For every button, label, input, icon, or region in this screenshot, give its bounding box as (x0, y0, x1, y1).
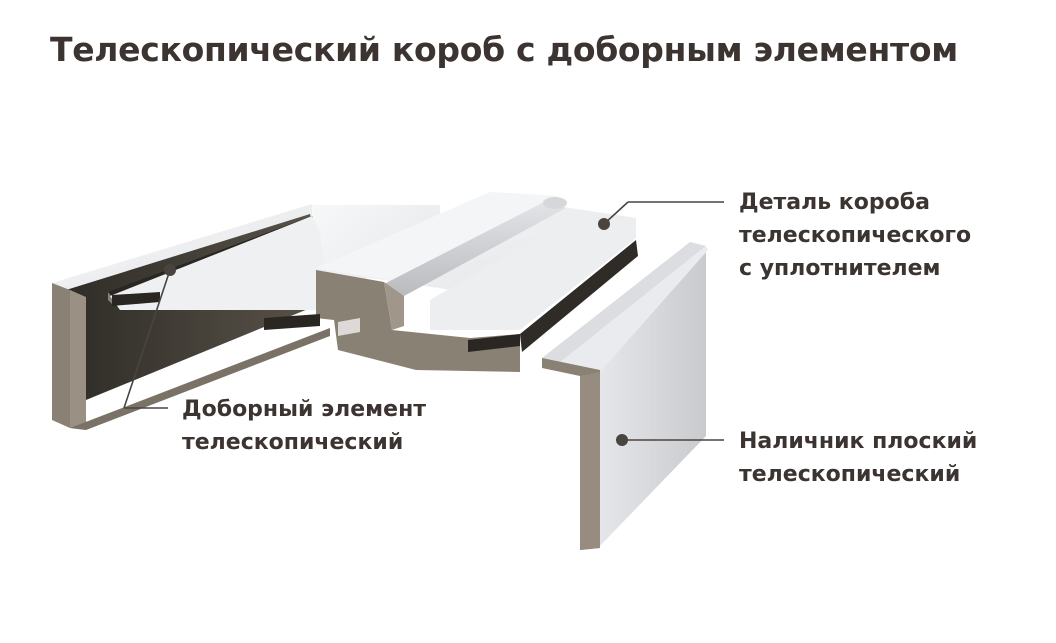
callout-dot (616, 434, 628, 446)
label-line: телескопический (739, 462, 961, 487)
callout-casing (616, 434, 724, 446)
label-extension-element: Доборный элемент телескопический (182, 393, 426, 459)
label-casing: Наличник плоский телескопический (739, 425, 977, 491)
label-line: с уплотнителем (739, 256, 941, 281)
label-line: телескопического (739, 223, 972, 248)
casing-part (542, 242, 708, 550)
callout-extension (123, 264, 176, 409)
page-title: Телескопический короб с доборным элемент… (50, 30, 958, 69)
label-box-detail: Деталь короба телескопического с уплотни… (739, 186, 971, 285)
callout-dot (164, 264, 176, 276)
label-line: Доборный элемент (182, 397, 427, 422)
label-line: Деталь короба (739, 190, 930, 215)
label-line: телескопический (182, 430, 404, 455)
callout-dot (598, 218, 610, 230)
callout-box-detail (598, 201, 724, 230)
label-line: Наличник плоский (739, 429, 978, 454)
